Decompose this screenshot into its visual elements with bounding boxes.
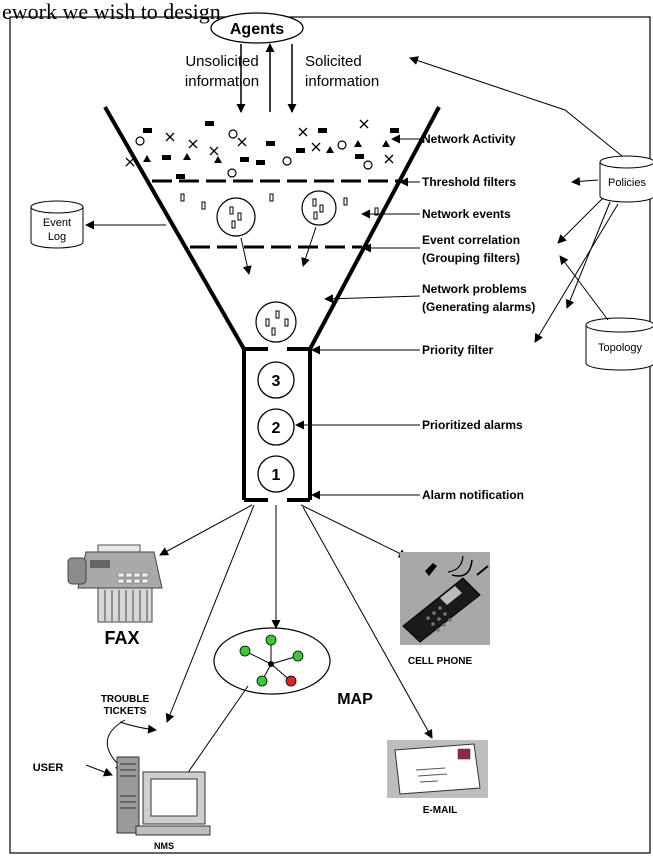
- map-label: MAP: [337, 691, 373, 708]
- network-event-symbols: [180, 193, 379, 216]
- policies-to-threshold-arrow: [571, 176, 599, 186]
- trouble-tickets-label-1: TROUBLE: [101, 694, 150, 705]
- network-problems-label-2: (Generating alarms): [422, 300, 535, 314]
- heading-fragment: ework we wish to design.: [2, 0, 226, 24]
- alarm-number-3: 3: [272, 373, 281, 390]
- funnel-left-wall: [103, 106, 246, 350]
- event-log-cylinder: Event Log: [30, 200, 84, 249]
- event-log-label-1: Event: [43, 217, 71, 229]
- topology-to-correlation-arrow: [559, 255, 609, 321]
- policies-to-solicited-arrow: [409, 56, 623, 157]
- alarm-circle-3: 3: [257, 361, 295, 399]
- agents-ellipse: [210, 12, 304, 44]
- unsolicited-label-1: Unsolicited: [185, 53, 258, 70]
- event-log-label-2: Log: [48, 231, 66, 243]
- email-envelope-icon: [387, 740, 488, 798]
- policies-label: Policies: [608, 177, 646, 189]
- network-problem-group: [255, 301, 297, 343]
- trouble-tickets-to-nms-arrow: [119, 721, 157, 734]
- policies-to-correlation-arrow: [557, 197, 604, 244]
- fax-arrow: [159, 504, 253, 556]
- nms-computer-icon: [116, 756, 211, 836]
- event-group-right: [301, 190, 337, 226]
- priority-filter-label: Priority filter: [422, 343, 494, 357]
- solicited-label-1: Solicited: [305, 53, 362, 70]
- network-activity-label: Network Activity: [422, 132, 516, 146]
- alarm-circle-2: 2: [257, 408, 295, 446]
- network-activity-symbols: [125, 119, 399, 179]
- email-arrow: [302, 506, 433, 739]
- network-problems-label-1: Network problems: [422, 282, 527, 296]
- policies-to-problems-arrow: [565, 201, 611, 309]
- cell-phone-label: CELL PHONE: [408, 656, 473, 667]
- group-arrow-right: [301, 226, 317, 267]
- cell-phone-arrow: [300, 504, 408, 558]
- trouble-tickets-label-2: TICKETS: [104, 706, 147, 717]
- figure-frame: [9, 16, 651, 854]
- alarm-number-2: 2: [272, 420, 281, 437]
- fax-machine-icon: [67, 544, 163, 623]
- network-events-label: Network events: [422, 207, 511, 221]
- group-arrow-left: [240, 237, 252, 275]
- cell-phone-icon: [400, 552, 490, 645]
- alarm-notification-label: Alarm notification: [422, 488, 524, 502]
- policies-to-priority-arrow: [534, 203, 619, 343]
- agents-label: Agents: [230, 21, 284, 38]
- policies-cylinder: Policies: [599, 155, 653, 203]
- user-label: USER: [33, 762, 64, 774]
- threshold-filters-label: Threshold filters: [422, 175, 516, 189]
- nms-arrow: [165, 504, 255, 723]
- email-label: E-MAIL: [423, 805, 457, 816]
- unsolicited-label-2: information: [185, 73, 259, 90]
- event-correlation-label-2: (Grouping filters): [422, 251, 520, 265]
- alarm-number-1: 1: [272, 467, 281, 484]
- user-to-nms-arrow: [85, 764, 113, 777]
- alarm-circle-1: 1: [257, 455, 295, 493]
- topology-label: Topology: [598, 342, 643, 354]
- event-correlation-label-1: Event correlation: [422, 233, 520, 247]
- topology-cylinder: Topology: [585, 317, 653, 371]
- event-group-left: [216, 197, 256, 237]
- prioritized-alarms-label: Prioritized alarms: [422, 418, 523, 432]
- network-map-icon: [213, 627, 331, 695]
- nms-label: NMS: [154, 841, 174, 851]
- funnel-right-wall: [308, 106, 441, 350]
- solicited-label-2: information: [305, 73, 379, 90]
- fax-label: FAX: [104, 628, 139, 648]
- network-problems-pointer: [324, 294, 421, 304]
- map-to-nms-arrow: [179, 685, 249, 785]
